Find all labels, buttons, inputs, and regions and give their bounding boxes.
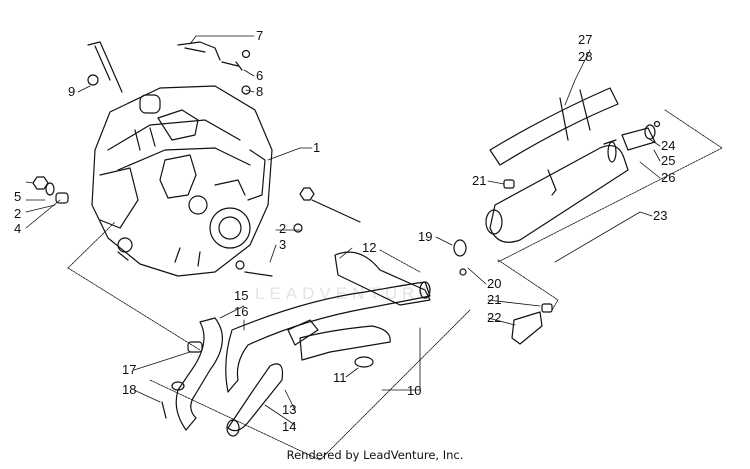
callout-4: 4 xyxy=(14,221,21,236)
muffler-assembly xyxy=(485,87,661,243)
callout-10: 10 xyxy=(407,383,421,398)
callout-7: 7 xyxy=(256,28,263,43)
callout-12: 12 xyxy=(362,240,376,255)
callout-8: 8 xyxy=(256,84,263,99)
callout-11: 11 xyxy=(333,370,347,385)
callout-27: 27 xyxy=(578,32,592,47)
footer-credit: Rendered by LeadVenture, Inc. xyxy=(286,448,464,462)
callout-21: 21 xyxy=(472,173,486,188)
callout-14: 14 xyxy=(282,419,296,434)
callout-25: 25 xyxy=(661,153,675,168)
callout-5: 5 xyxy=(14,189,21,204)
engine-hardware xyxy=(32,49,361,277)
exhaust-pipes xyxy=(161,251,431,437)
callout-23: 23 xyxy=(653,208,667,223)
callout-17: 17 xyxy=(122,362,136,377)
exhaust-fasteners xyxy=(453,179,553,345)
engine-brackets xyxy=(87,41,221,93)
callout-19: 19 xyxy=(418,229,432,244)
callout-15: 15 xyxy=(234,288,248,303)
callout-16: 16 xyxy=(234,304,248,319)
callout-28: 28 xyxy=(578,49,592,64)
callout-18: 18 xyxy=(122,382,136,397)
callout-2: 2 xyxy=(14,206,21,221)
callout-26: 26 xyxy=(661,170,675,185)
callout-22: 22 xyxy=(487,310,501,325)
callout-3: 3 xyxy=(279,237,286,252)
callout-1: 1 xyxy=(313,140,320,155)
leader-lines xyxy=(25,35,661,426)
callout-2-b: 2 xyxy=(279,221,286,236)
callout-13: 13 xyxy=(282,402,296,417)
callout-labels: 1 2 2 3 4 5 6 7 8 9 10 11 12 13 14 15 16… xyxy=(14,28,675,434)
callout-20: 20 xyxy=(487,276,501,291)
callout-21-b: 21 xyxy=(487,292,501,307)
callout-24: 24 xyxy=(661,138,675,153)
engine-assembly xyxy=(91,85,273,277)
callout-9: 9 xyxy=(68,84,75,99)
callout-6: 6 xyxy=(256,68,263,83)
reference-lines xyxy=(67,109,723,461)
